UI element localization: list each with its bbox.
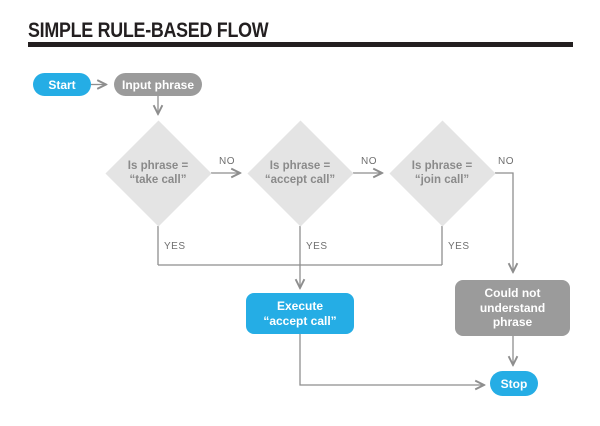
edge-label-no-2: NO [361,156,377,167]
input-phrase-node: Input phrase [114,73,202,96]
edge-label-no-1: NO [219,156,235,167]
decision-take-call-text: Is phrase = “take call” [127,160,189,186]
page-title: SIMPLE RULE-BASED FLOW [28,19,269,42]
edge-label-yes-2: YES [306,241,328,252]
edge-label-yes-1: YES [164,241,186,252]
execute-accept-call-node: Execute “accept call” [246,293,354,334]
stop-label: Stop [500,376,528,391]
edge-no-join-to-couldnot [495,172,513,272]
input-phrase-label: Input phrase [121,77,194,92]
decision-join-call-text: Is phrase = “join call” [411,160,473,186]
edge-label-no-3: NO [498,156,514,167]
start-label: Start [48,77,76,92]
stop-node: Stop [490,371,538,396]
could-not-understand-node: Could not understand phrase [455,280,570,336]
edge-execute-to-stop [299,334,484,385]
decision-accept-call-text: Is phrase = “accept call” [264,160,336,186]
title-underline [28,42,573,47]
start-node: Start [33,73,91,96]
edge-label-yes-3: YES [448,241,470,252]
